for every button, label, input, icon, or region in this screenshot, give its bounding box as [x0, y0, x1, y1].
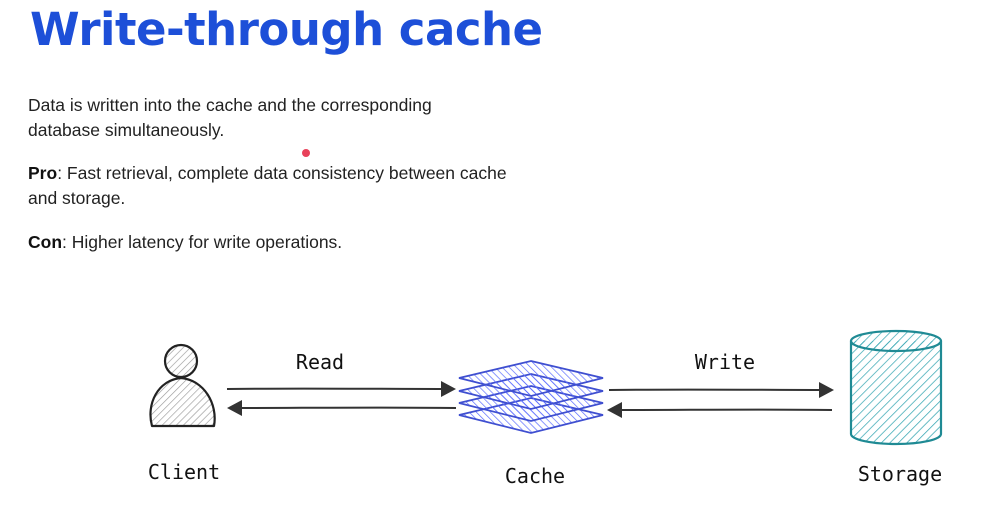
stacked-layers-icon: [458, 360, 604, 434]
con-label: Con: [28, 232, 63, 252]
person-icon: [149, 343, 216, 428]
storage-label: Storage: [858, 462, 942, 486]
read-edge-label: Read: [296, 350, 344, 374]
con-description: : Higher latency for write operations.: [62, 232, 343, 252]
database-cylinder-icon: [849, 329, 943, 446]
write-arrow-to-cache: [607, 402, 833, 418]
pro-description: : Fast retrieval, complete data consiste…: [28, 163, 507, 208]
write-edge-label: Write: [695, 350, 755, 374]
laser-pointer-dot: [302, 149, 310, 157]
cache-label: Cache: [505, 464, 565, 488]
description-text: Data is written into the cache and the c…: [28, 95, 432, 140]
write-arrow-to-storage: [608, 382, 834, 398]
client-label: Client: [148, 460, 220, 484]
pro-label: Pro: [28, 163, 58, 183]
pro-text: Pro: Fast retrieval, complete data consi…: [28, 161, 518, 211]
read-arrow-to-client: [227, 400, 457, 416]
read-arrow-to-cache: [226, 381, 456, 397]
slide-title: Write-through cache: [30, 3, 543, 56]
con-text: Con: Higher latency for write operations…: [28, 230, 518, 255]
